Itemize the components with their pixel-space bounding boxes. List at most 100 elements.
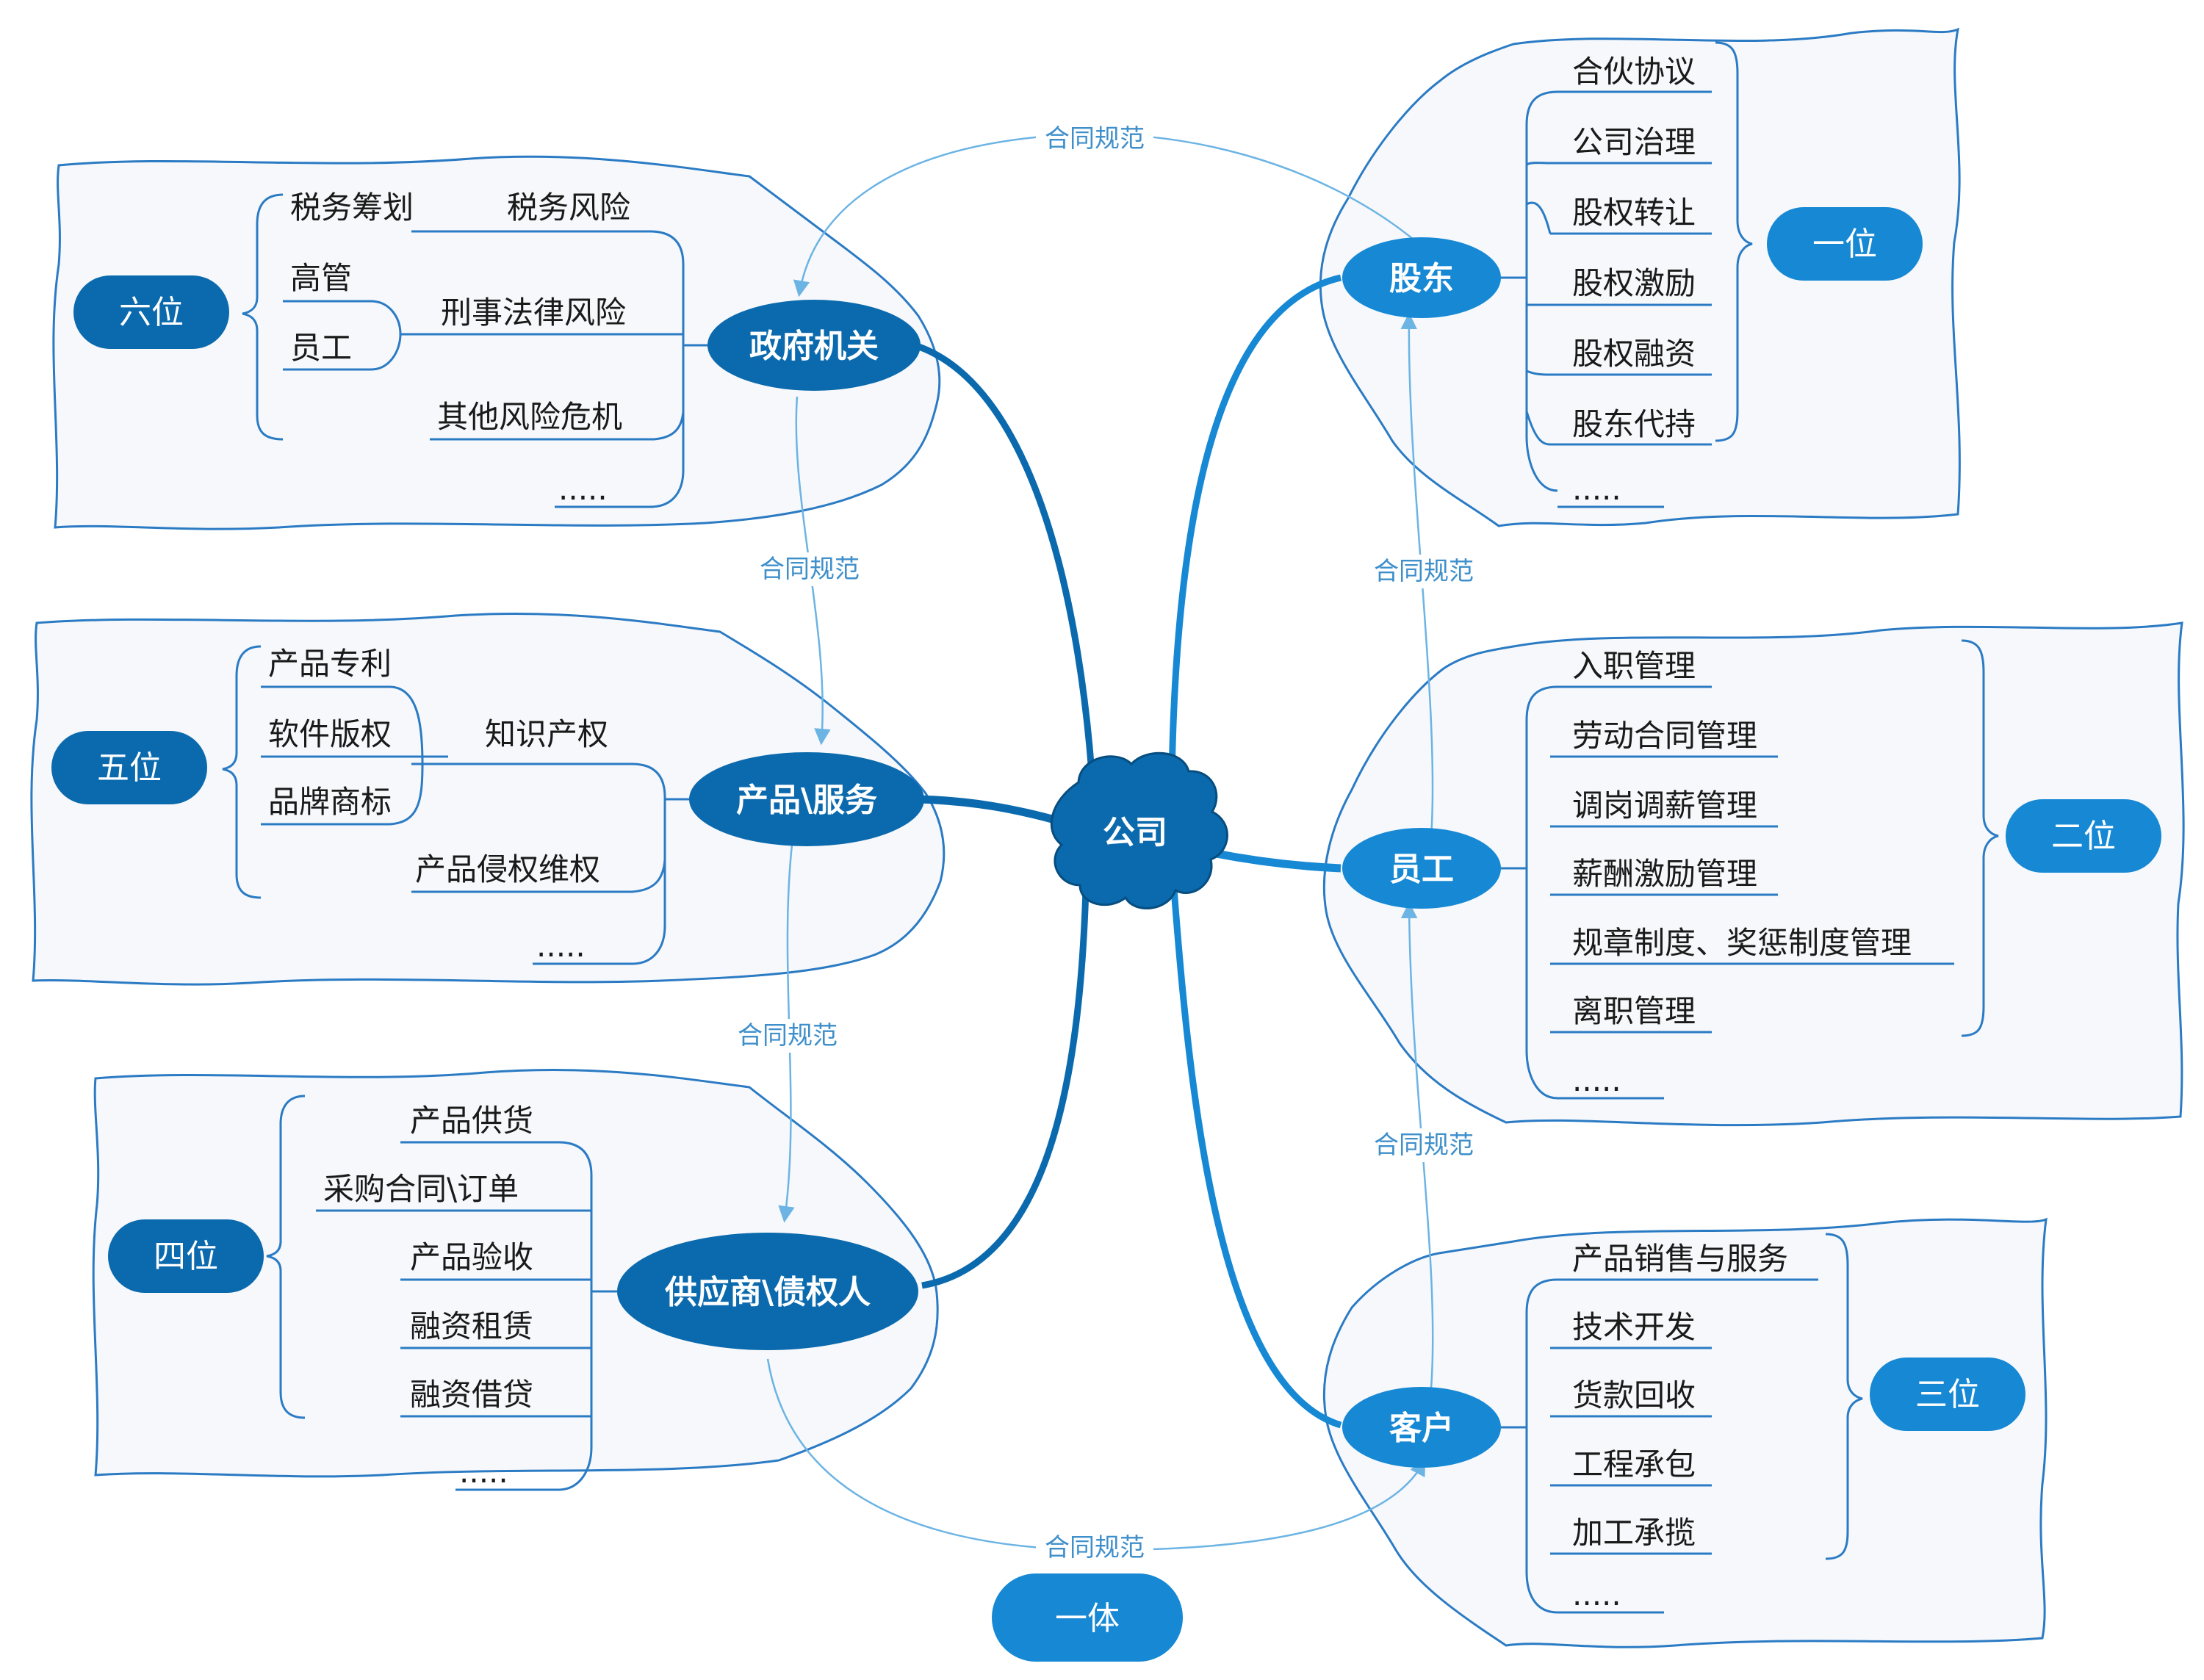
relation-label-bg — [1036, 1531, 1153, 1565]
node-product-label: 产品\服务 — [736, 782, 877, 819]
relation-customer-employee — [1400, 901, 1434, 1389]
branch-employee — [1207, 848, 1342, 873]
leaf-shareholder-1: 合伙协议 — [1572, 54, 1696, 90]
leaf-product-ip: 知识产权 — [485, 716, 608, 752]
leaf-gov-other-risk: 其他风险危机 — [437, 399, 622, 435]
svg-text:三位: 三位 — [1915, 1376, 1980, 1413]
svg-text:一位: 一位 — [1812, 226, 1877, 263]
branch-customer — [1170, 888, 1342, 1429]
relation-label-bg — [1036, 122, 1153, 156]
leaf-gov-more: ..... — [558, 471, 608, 507]
leaf-supplier-5: 融资借贷 — [410, 1377, 533, 1413]
branch-supplier — [921, 888, 1090, 1289]
relation-label-bg — [729, 1019, 846, 1053]
leaf-customer-5: 加工承揽 — [1572, 1515, 1696, 1551]
node-shareholder[interactable]: 股东 — [1342, 237, 1501, 318]
leaf-product-more: ..... — [536, 928, 586, 964]
leaf-employee-more: ..... — [1572, 1062, 1621, 1098]
leaf-shareholder-4: 股权激励 — [1572, 265, 1696, 301]
panel-government — [52, 155, 941, 530]
pill-position-3: 三位 — [1870, 1358, 2025, 1431]
leaf-gov-criminal-risk: 刑事法律风险 — [441, 295, 626, 331]
panel-supplier — [92, 1069, 939, 1478]
panel-product — [30, 612, 946, 986]
leaf-product-patent: 产品专利 — [268, 646, 392, 682]
relation-label-gov-product: 合同规范 — [760, 555, 860, 584]
leaf-gov-executive: 高管 — [290, 260, 352, 296]
pill-position-2: 二位 — [2006, 799, 2161, 873]
leaf-employee-2: 劳动合同管理 — [1572, 718, 1757, 754]
leaf-employee-3: 调岗调薪管理 — [1572, 787, 1757, 823]
leaf-customer-4: 工程承包 — [1572, 1446, 1696, 1482]
leaf-product-trademark: 品牌商标 — [268, 784, 392, 820]
leaf-gov-staff: 员工 — [290, 330, 352, 366]
relation-label-bg — [751, 552, 868, 586]
leaf-customer-3: 货款回收 — [1572, 1377, 1696, 1413]
panel-customer — [1322, 1217, 2048, 1648]
leaf-employee-5: 规章制度、奖惩制度管理 — [1572, 925, 1912, 961]
center-label: 公司 — [1103, 814, 1167, 851]
leaves-shareholder: 合伙协议 公司治理 股权转让 股权激励 股权融资 股东代持 ..... — [1501, 41, 1753, 508]
leaf-employee-4: 薪酬激励管理 — [1572, 856, 1757, 892]
leaf-customer-2: 技术开发 — [1572, 1309, 1696, 1345]
leaf-supplier-more: ..... — [459, 1454, 508, 1490]
node-supplier[interactable]: 供应商\债权人 — [617, 1233, 918, 1350]
leaf-customer-1: 产品销售与服务 — [1572, 1241, 1788, 1277]
panel-employee — [1322, 621, 2185, 1127]
pill-position-1: 一位 — [1767, 207, 1923, 281]
pill-position-6: 六位 — [73, 275, 229, 349]
leaves-employee: 入职管理 劳动合同管理 调岗调薪管理 薪酬激励管理 规章制度、奖惩制度管理 离职… — [1501, 639, 1999, 1100]
relation-label-product-supplier: 合同规范 — [738, 1021, 838, 1050]
leaf-employee-1: 入职管理 — [1572, 648, 1696, 684]
leaf-shareholder-3: 股权转让 — [1572, 195, 1696, 231]
relation-label-bg — [1365, 1128, 1483, 1162]
leaves-government: 税务筹划 税务风险 高管 员工 刑事法律风险 其他风险危机 ..... — [242, 190, 707, 508]
leaf-shareholder-5: 股权融资 — [1572, 336, 1696, 372]
relation-label-customer-employee: 合同规范 — [1374, 1131, 1474, 1160]
leaves-product: 产品专利 软件版权 品牌商标 知识产权 产品侵权维权 ..... — [222, 645, 689, 965]
relation-label-employee-shareholder: 合同规范 — [1374, 557, 1474, 586]
relation-label-gov-shareholder: 合同规范 — [1045, 124, 1145, 154]
leaf-employee-6: 离职管理 — [1572, 993, 1696, 1029]
node-customer[interactable]: 客户 — [1342, 1387, 1501, 1468]
panel-shareholder — [1319, 27, 1961, 527]
svg-text:二位: 二位 — [2051, 818, 2116, 855]
svg-text:一体: 一体 — [1055, 1600, 1120, 1637]
branch-product — [918, 795, 1067, 827]
node-shareholder-label: 股东 — [1389, 260, 1454, 298]
pill-position-4: 四位 — [108, 1219, 264, 1293]
leaf-product-copyright: 软件版权 — [268, 716, 392, 752]
leaf-customer-more: ..... — [1572, 1576, 1621, 1612]
leaf-product-infringement: 产品侵权维权 — [415, 851, 600, 887]
pill-unity: 一体 — [992, 1573, 1183, 1662]
leaves-customer: 产品销售与服务 技术开发 货款回收 工程承包 加工承揽 ..... — [1501, 1233, 1863, 1614]
node-government[interactable]: 政府机关 — [707, 300, 921, 391]
node-customer-label: 客户 — [1389, 1410, 1454, 1447]
leaves-supplier: 产品供货 采购合同\订单 产品验收 融资租赁 融资借贷 ..... — [266, 1095, 617, 1491]
node-product[interactable]: 产品\服务 — [689, 752, 924, 846]
leaf-gov-tax-plan: 税务筹划 — [290, 190, 414, 226]
branch-shareholder — [1168, 274, 1342, 779]
branch-government — [913, 342, 1097, 794]
leaf-supplier-3: 产品验收 — [410, 1239, 533, 1275]
pill-position-5: 五位 — [51, 731, 207, 804]
relation-label-supplier-customer: 合同规范 — [1045, 1533, 1145, 1562]
node-supplier-label: 供应商\债权人 — [665, 1274, 871, 1311]
node-employee[interactable]: 员工 — [1342, 828, 1501, 909]
node-government-label: 政府机关 — [749, 328, 879, 365]
svg-text:六位: 六位 — [119, 294, 184, 331]
leaf-supplier-1: 产品供货 — [410, 1103, 533, 1139]
relation-label-bg — [1365, 555, 1483, 588]
leaf-supplier-2: 采购合同\订单 — [323, 1171, 519, 1207]
center-cloud — [1050, 751, 1228, 909]
leaf-supplier-4: 融资租赁 — [410, 1308, 533, 1344]
leaf-shareholder-2: 公司治理 — [1572, 124, 1696, 160]
leaf-shareholder-more: ..... — [1572, 471, 1621, 507]
leaf-shareholder-6: 股东代持 — [1572, 406, 1696, 442]
leaf-gov-tax-risk: 税务风险 — [507, 190, 630, 226]
svg-text:五位: 五位 — [97, 749, 162, 787]
svg-text:四位: 四位 — [154, 1238, 218, 1275]
node-employee-label: 员工 — [1389, 851, 1454, 888]
